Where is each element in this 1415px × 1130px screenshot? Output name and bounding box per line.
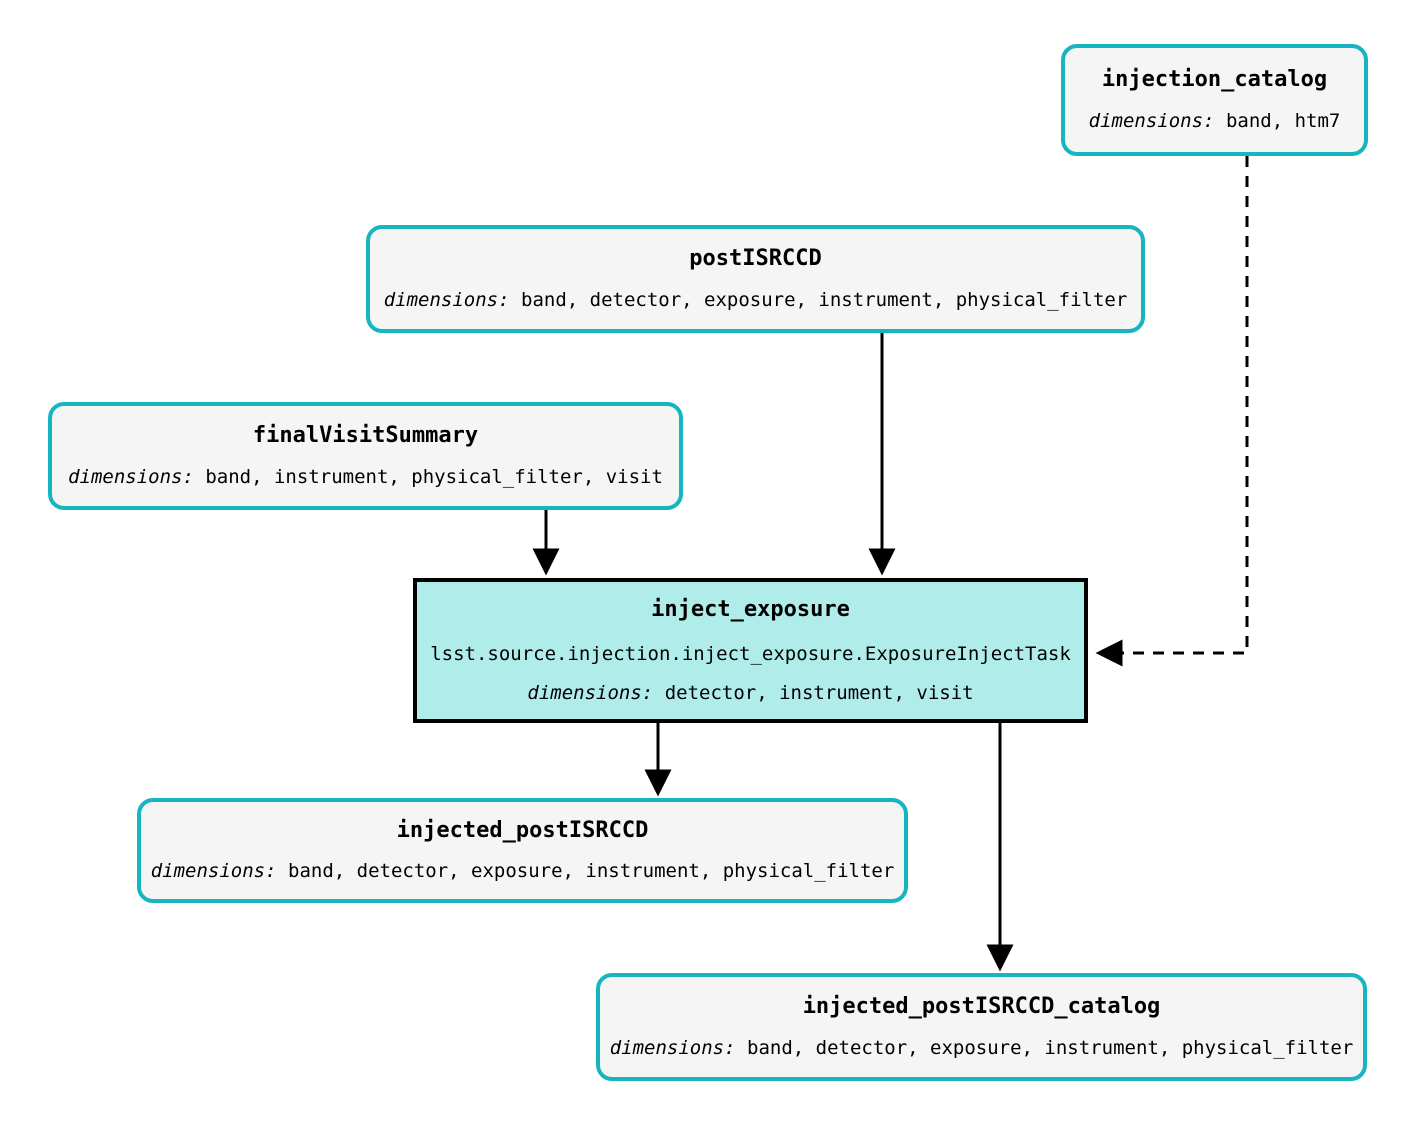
dimensions-label: dimensions: [527, 681, 654, 704]
node-title: injected_postISRCCD [396, 817, 649, 843]
node-injected-postisrccd-catalog[interactable]: injected_postISRCCD_catalog dimensions: … [596, 973, 1367, 1081]
node-dimensions: dimensions: band, detector, exposure, in… [151, 861, 895, 882]
dimensions-label: dimensions: [68, 465, 194, 488]
node-dimensions: dimensions: detector, instrument, visit [527, 681, 974, 704]
node-dimensions: dimensions: band, instrument, physical_f… [68, 465, 663, 488]
node-injection-catalog[interactable]: injection_catalog dimensions: band, htm7 [1061, 44, 1368, 156]
node-dimensions: dimensions: band, htm7 [1088, 109, 1341, 132]
node-dimensions: dimensions: band, detector, exposure, in… [383, 288, 1128, 311]
dimensions-label: dimensions: [1088, 109, 1215, 132]
dimensions-value: band, detector, exposure, instrument, ph… [288, 860, 895, 883]
node-injected-postisrccd[interactable]: injected_postISRCCD dimensions: band, de… [137, 798, 908, 903]
node-title: injection_catalog [1101, 67, 1328, 93]
node-title: postISRCCD [689, 246, 822, 272]
node-task-class: lsst.source.injection.inject_exposure.Ex… [430, 642, 1071, 665]
dimensions-label: dimensions: [150, 860, 277, 883]
dimensions-label: dimensions: [609, 1036, 736, 1059]
node-title: injected_postISRCCD_catalog [802, 994, 1161, 1020]
node-postisrccd[interactable]: postISRCCD dimensions: band, detector, e… [366, 225, 1145, 333]
dimensions-value: band, detector, exposure, instrument, ph… [521, 288, 1128, 311]
node-title: finalVisitSummary [252, 423, 479, 449]
node-inject-exposure-task[interactable]: inject_exposure lsst.source.injection.in… [413, 578, 1088, 723]
dimensions-value: band, instrument, physical_filter, visit [205, 465, 663, 488]
dimensions-value: band, htm7 [1225, 109, 1341, 132]
node-dimensions: dimensions: band, detector, exposure, in… [609, 1036, 1354, 1059]
dimensions-label: dimensions: [383, 288, 510, 311]
dimensions-value: detector, instrument, visit [664, 681, 974, 704]
dimensions-value: band, detector, exposure, instrument, ph… [747, 1036, 1354, 1059]
node-finalvisitsummary[interactable]: finalVisitSummary dimensions: band, inst… [48, 402, 683, 510]
node-title: inject_exposure [651, 596, 850, 622]
